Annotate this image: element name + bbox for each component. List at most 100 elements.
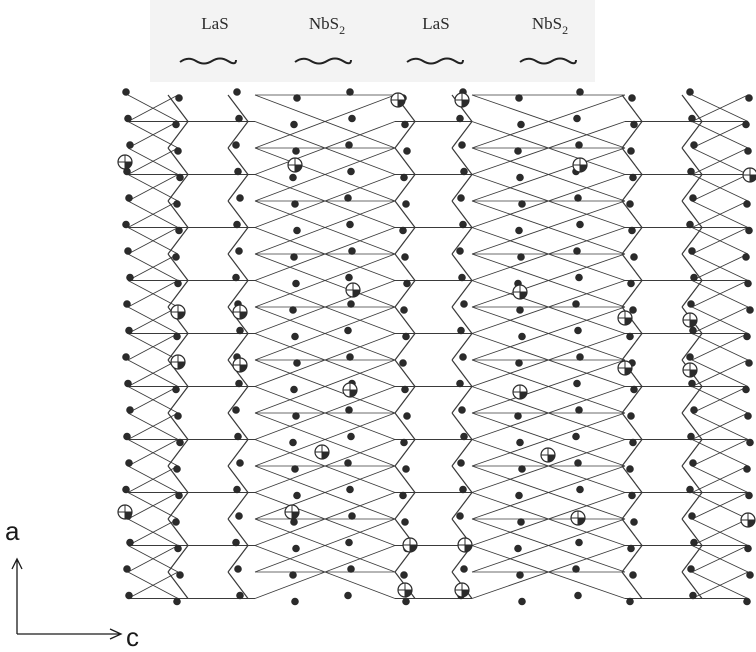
atom (291, 597, 299, 606)
atom (575, 406, 583, 414)
la-atom (117, 154, 133, 170)
bond-network (127, 94, 749, 599)
atom (236, 591, 244, 600)
atom (126, 538, 134, 547)
la-atom (170, 354, 186, 370)
atom (576, 485, 584, 494)
la-atom (570, 510, 586, 526)
atom (630, 518, 638, 526)
atom (123, 300, 131, 308)
la-atom (314, 444, 330, 460)
atom (745, 94, 753, 102)
atom (289, 306, 297, 314)
bond-line (451, 147, 473, 175)
atom (689, 194, 697, 202)
atom (232, 141, 240, 149)
atom (122, 220, 130, 229)
bond-line (127, 200, 179, 228)
bond-line (394, 227, 416, 255)
atom (687, 300, 695, 308)
atom (572, 565, 580, 573)
la-atom (345, 282, 361, 298)
atom (236, 459, 244, 467)
bond-line (254, 253, 396, 308)
bond-line (691, 386, 749, 414)
bond-line (681, 386, 703, 414)
bond-line (621, 253, 643, 281)
bond-line (227, 359, 249, 387)
bond-line (227, 280, 249, 308)
bond-line (167, 492, 189, 520)
bond-line (451, 200, 473, 228)
atom (125, 194, 133, 202)
atom (290, 518, 298, 526)
atom (403, 279, 411, 288)
atom (742, 385, 750, 394)
bond-line (451, 386, 473, 414)
atom (345, 141, 353, 149)
atom (573, 379, 581, 388)
bond-line (167, 94, 189, 122)
atom (629, 173, 637, 182)
atom (174, 279, 182, 288)
atom (688, 247, 696, 255)
atom (626, 200, 634, 208)
bond-line (451, 492, 473, 520)
atom (174, 544, 182, 553)
bond-line (227, 121, 249, 149)
bond-line (394, 412, 416, 440)
atom (290, 253, 298, 261)
atom (236, 194, 244, 202)
bond-line (127, 465, 179, 493)
bond-line (451, 121, 473, 149)
bond-line (451, 253, 473, 281)
atom (401, 253, 409, 261)
bond-line (471, 94, 626, 149)
bond-line (681, 147, 703, 175)
atom (401, 120, 409, 129)
bond-line (394, 439, 416, 467)
atom (743, 332, 751, 341)
atom (172, 518, 180, 526)
atom (400, 438, 408, 447)
atom (630, 253, 638, 261)
atom (399, 226, 407, 235)
atom (460, 565, 468, 573)
atom (293, 94, 301, 102)
atom (175, 94, 183, 102)
bond-line (127, 147, 179, 175)
atom (628, 491, 636, 500)
atom (457, 326, 465, 335)
la-atom (342, 382, 358, 398)
atom (573, 247, 581, 255)
bond-line (681, 333, 703, 361)
atom (125, 459, 133, 467)
atom (576, 220, 584, 229)
atom (516, 173, 524, 182)
atom (626, 597, 634, 606)
bond-line (227, 465, 249, 493)
bond-line (691, 227, 749, 255)
atom (124, 114, 132, 123)
bond-line (621, 280, 643, 308)
bond-line (227, 174, 249, 202)
atom (518, 200, 526, 208)
atom (746, 438, 754, 447)
bond-line (621, 545, 643, 573)
atom (630, 120, 638, 129)
atom (123, 565, 131, 573)
atom (744, 147, 752, 155)
bond-line (451, 306, 473, 334)
atom (629, 306, 637, 314)
atom (515, 94, 523, 102)
bond-line (471, 253, 626, 308)
atom (293, 359, 301, 367)
bond-line (451, 333, 473, 361)
atom (746, 306, 754, 314)
bond-line (227, 94, 249, 122)
layer-label-nbs2-1: NbS2 (308, 14, 346, 37)
atom (402, 465, 410, 473)
bond-line (227, 571, 249, 599)
atom (686, 88, 694, 96)
la-atom (170, 304, 186, 320)
